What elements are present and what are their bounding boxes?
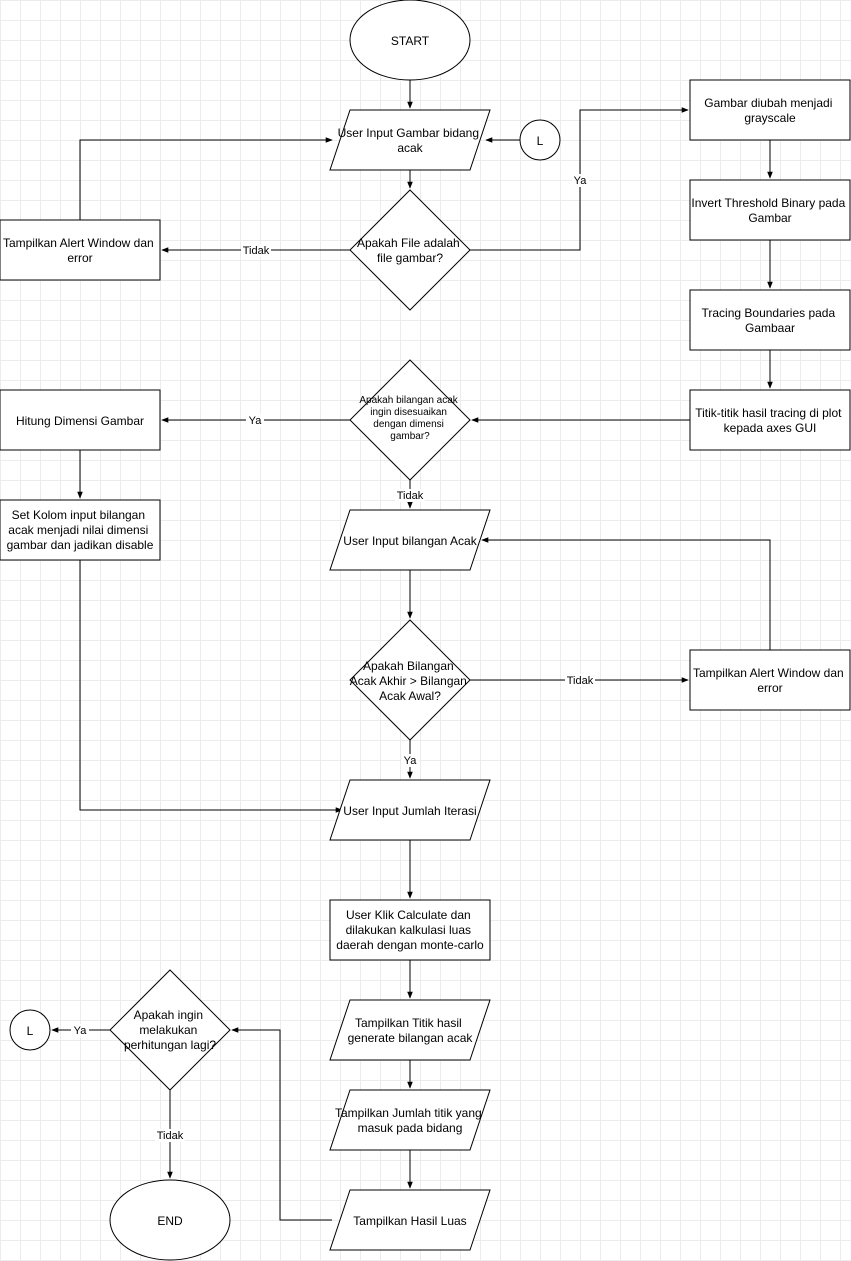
input-image-label: User Input Gambar bidang acak — [338, 126, 483, 155]
compute-dims-label: Hitung Dimensi Gambar — [16, 414, 144, 428]
edge-label-compare-yes: Ya — [404, 755, 418, 767]
threshold-label: Invert Threshold Binary pada Gambar — [691, 196, 848, 225]
compute-dims-process: Hitung Dimensi Gambar — [0, 389, 161, 451]
input-image-parallelogram: User Input Gambar bidang acak — [329, 109, 491, 171]
threshold-process: Invert Threshold Binary pada Gambar — [689, 179, 851, 241]
edge-alert-file-back — [79, 137, 333, 220]
compare-decision: Apakah Bilangan Acak Akhir > Bilangan Ac… — [349, 619, 471, 741]
end-label: END — [157, 1214, 183, 1228]
tracing-label: Tracing Boundaries pada Gambaar — [702, 306, 839, 335]
connector-top-label: L — [537, 134, 544, 148]
connector-top: L — [519, 119, 561, 161]
show-count-parallelogram: Tampilkan Jumlah titik yang masuk pada b… — [329, 1089, 491, 1151]
repeat-decision: Apakah ingin melakukan perhitungan lagi? — [109, 969, 231, 1091]
show-count-label: Tampilkan Jumlah titik yang masuk pada b… — [335, 1106, 485, 1135]
input-random-parallelogram: User Input bilangan Acak — [329, 509, 491, 571]
edge-label-adjust-yes: Ya — [249, 415, 263, 427]
connector-bottom-label: L — [27, 1024, 34, 1038]
calculate-label: User Klik Calculate dan dilakukan kalkul… — [336, 908, 484, 952]
end-terminator: END — [109, 1179, 231, 1261]
grayscale-label: Gambar diubah menjadi grayscale — [704, 96, 835, 125]
set-column-label: Set Kolom input bilangan acak menjadi ni… — [7, 508, 154, 552]
alert-file-label: Tampilkan Alert Window dan error — [3, 236, 157, 265]
start-terminator: START — [349, 0, 471, 81]
tracing-process: Tracing Boundaries pada Gambaar — [689, 289, 851, 351]
edge-show-area-to-repeat — [231, 1027, 332, 1221]
adjust-label: Apakah bilangan acak ingin disesuaikan d… — [359, 395, 460, 442]
input-iterations-parallelogram: User Input Jumlah Iterasi — [329, 779, 491, 841]
edge-label-file-no: Tidak — [243, 245, 270, 257]
alert-file-process: Tampilkan Alert Window dan error — [0, 219, 161, 281]
compare-label: Apakah Bilangan Acak Akhir > Bilangan Ac… — [350, 659, 470, 703]
show-points-label: Tampilkan Titik hasil generate bilangan … — [348, 1016, 474, 1045]
grayscale-process: Gambar diubah menjadi grayscale — [689, 79, 851, 141]
file-check-decision: Apakah File adalah file gambar? — [349, 189, 471, 311]
show-area-parallelogram: Tampilkan Hasil Luas — [329, 1189, 491, 1251]
plot-points-label: Titik-titik hasil tracing di plot kepada… — [695, 406, 845, 435]
connector-bottom: L — [9, 1009, 51, 1051]
edge-label-adjust-no: Tidak — [397, 490, 424, 502]
show-points-parallelogram: Tampilkan Titik hasil generate bilangan … — [329, 999, 491, 1061]
edge-set-column-to-iterations — [79, 560, 343, 813]
edge-labels: Tidak Ya Ya Tidak Tidak Ya Ya Tidak — [71, 174, 595, 1142]
calculate-process: User Klik Calculate dan dilakukan kalkul… — [329, 899, 491, 961]
repeat-label: Apakah ingin melakukan perhitungan lagi? — [124, 1008, 216, 1052]
alert-random-process: Tampilkan Alert Window dan error — [689, 649, 851, 711]
edge-alert-random-back — [481, 537, 771, 650]
edge-label-repeat-no: Tidak — [157, 1130, 184, 1142]
file-check-label: Apakah File adalah file gambar? — [357, 236, 463, 265]
adjust-decision: Apakah bilangan acak ingin disesuaikan d… — [349, 359, 471, 481]
start-label: START — [391, 34, 430, 48]
alert-random-label: Tampilkan Alert Window dan error — [693, 666, 847, 695]
edge-label-file-yes: Ya — [574, 175, 588, 187]
set-column-process: Set Kolom input bilangan acak menjadi ni… — [0, 499, 161, 561]
edge-label-compare-no: Tidak — [567, 675, 594, 687]
input-iterations-label: User Input Jumlah Iterasi — [343, 804, 476, 818]
show-area-label: Tampilkan Hasil Luas — [353, 1214, 466, 1228]
edge-label-repeat-yes: Ya — [74, 1025, 88, 1037]
input-random-label: User Input bilangan Acak — [343, 534, 477, 548]
plot-points-process: Titik-titik hasil tracing di plot kepada… — [689, 389, 851, 451]
